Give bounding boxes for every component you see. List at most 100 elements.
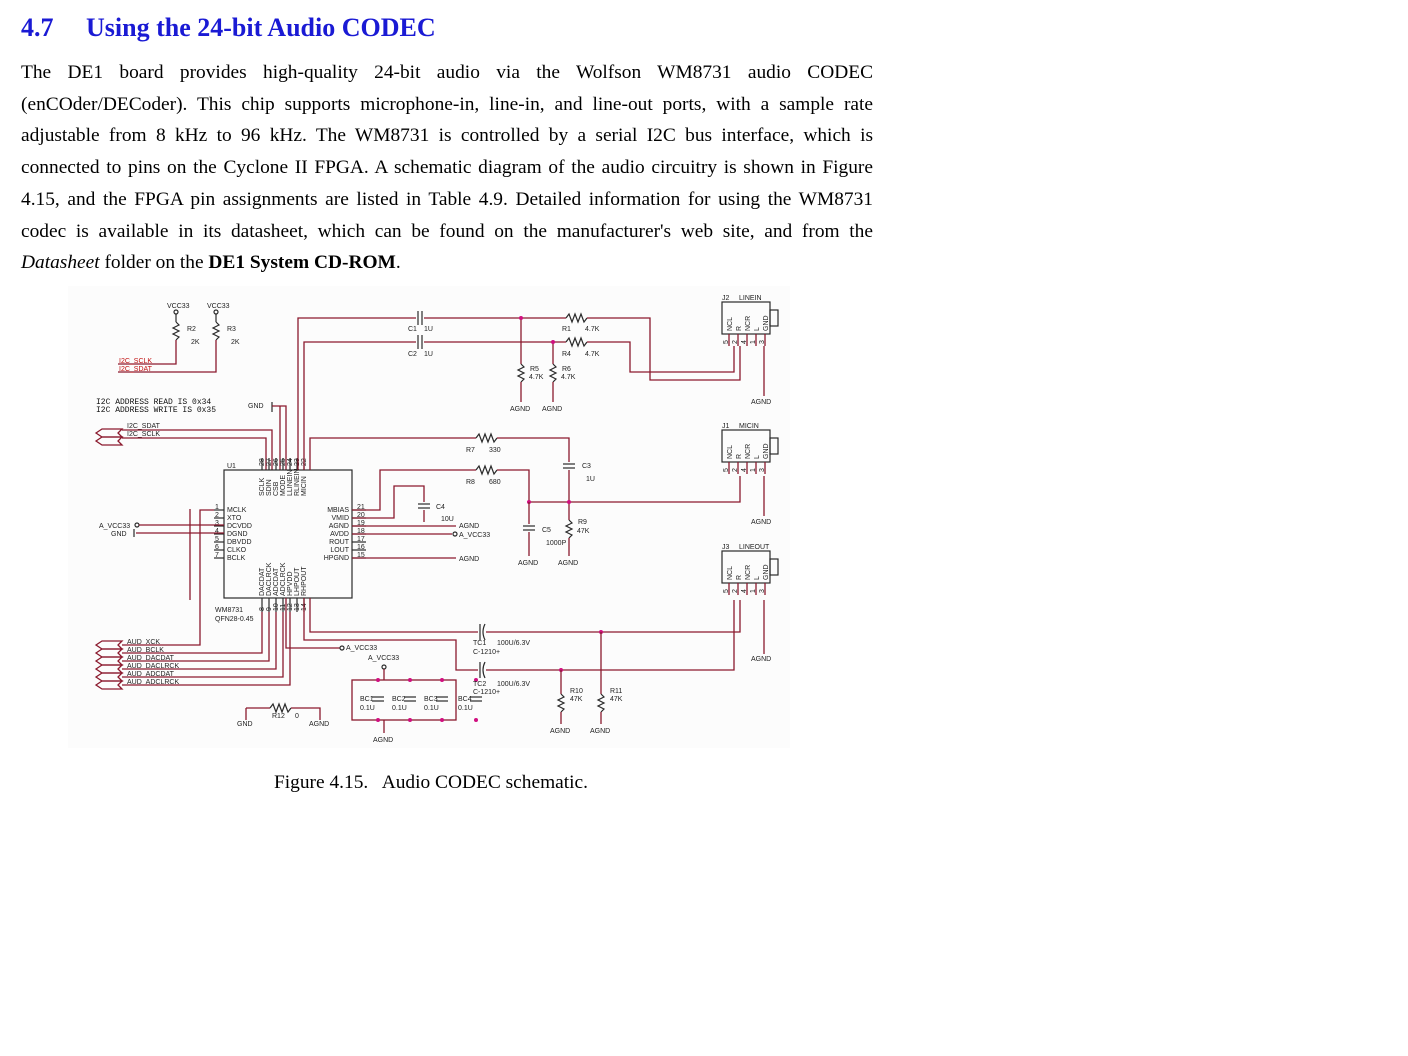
- avcc-bypass-label: A_VCC33: [368, 655, 399, 662]
- jack-pin-number: 2: [732, 589, 739, 593]
- u1-ref: U1: [227, 463, 236, 470]
- pin-number: 11: [280, 604, 287, 611]
- pin-name: HPGND: [324, 555, 349, 562]
- c1-value: 1U: [424, 326, 433, 333]
- pin-number: 13: [294, 603, 301, 611]
- r3-resistor: [211, 321, 221, 341]
- tc2-cap: [479, 661, 486, 679]
- r4-ref: R4: [562, 351, 571, 358]
- pin-name: MBIAS: [327, 507, 349, 514]
- pin-number: 28: [259, 458, 266, 466]
- c3-ref: C3: [582, 463, 591, 470]
- agnd-j3-label: AGND: [751, 656, 771, 663]
- agnd-r12-label: AGND: [309, 721, 329, 728]
- jack-pin-label: NCL: [727, 445, 734, 459]
- pin-name: AVDD: [330, 531, 349, 538]
- avcc-left-label: A_VCC33: [99, 523, 130, 530]
- pin-name: XTO: [227, 515, 242, 522]
- j2-name: LINEIN: [739, 295, 762, 302]
- jack-pin-label: GND: [763, 564, 770, 580]
- jack-pin-label: L: [754, 576, 761, 580]
- r9-ref: R9: [578, 519, 587, 526]
- r8-ref: R8: [466, 479, 475, 486]
- jack-pin-label: NCR: [745, 316, 752, 331]
- jack-pin-label: GND: [763, 315, 770, 331]
- i2c-read-address-note: I2C ADDRESS READ IS 0x34: [96, 398, 211, 407]
- paragraph-text: The DE1 board provides high-quality 24-b…: [21, 62, 873, 242]
- c2-value: 1U: [424, 351, 433, 358]
- r6-value: 4.7K: [561, 374, 576, 381]
- pin-number: 27: [266, 458, 273, 466]
- pin-name: ADCLRCK: [280, 562, 287, 596]
- r8-resistor: [475, 464, 498, 476]
- u1-package: QFN28-0.45: [215, 616, 254, 623]
- cd-rom-name: DE1 System CD-ROM: [208, 252, 396, 274]
- jack-pin-label: NCR: [745, 444, 752, 459]
- aud-net-label: AUD_DACDAT: [127, 655, 175, 662]
- r7-value: 330: [489, 447, 501, 454]
- pin-name: MICIN: [301, 476, 308, 496]
- schematic-background: [68, 286, 790, 748]
- r4-value: 4.7K: [585, 351, 600, 358]
- pin-number: 1: [215, 504, 219, 511]
- pin-name: LLINEIN: [287, 470, 294, 496]
- agnd-pin19-label: AGND: [459, 523, 479, 530]
- pin-name: AGND: [329, 523, 349, 530]
- datasheet-folder-name: Datasheet: [21, 252, 100, 274]
- pin-number: 10: [273, 603, 280, 611]
- aud-net-label: AUD_DACLRCK: [127, 663, 179, 670]
- r12-resistor: [269, 702, 292, 714]
- jack-pin-label: L: [754, 455, 761, 459]
- jack-pin-label: NCL: [727, 317, 734, 331]
- pin-number: 19: [357, 520, 365, 527]
- r2-value: 2K: [191, 339, 200, 346]
- r7-ref: R7: [466, 447, 475, 454]
- section-title: Using the 24-bit Audio CODEC: [86, 13, 436, 42]
- pin-name: DCVDD: [227, 523, 252, 530]
- jack-plug: [769, 437, 779, 455]
- pin-name: LHPOUT: [294, 567, 301, 596]
- avcc-bottom-label: A_VCC33: [346, 645, 377, 652]
- aud-net-group: AUD_XCKAUD_BCLKAUD_DACDATAUD_DACLRCKAUD_…: [94, 509, 291, 690]
- tc2-ref: TC2: [473, 681, 486, 688]
- figure-caption: Figure 4.15. Audio CODEC schematic.: [274, 772, 588, 793]
- vcc33-label-1: VCC33: [167, 303, 190, 310]
- tc1-value: 100U/6.3V: [497, 640, 530, 647]
- body-paragraph: The DE1 board provides high-quality 24-b…: [21, 57, 873, 279]
- bc1-value: 0.1U: [360, 705, 375, 712]
- pin-number: 17: [357, 536, 365, 543]
- c3-value: 1U: [586, 476, 595, 483]
- agnd-r9-label: AGND: [558, 560, 578, 567]
- pin-name: DACLRCK: [266, 562, 273, 596]
- section-number: 4.7: [21, 13, 54, 42]
- tc1-package: C-1210+: [473, 649, 500, 656]
- pin-number: 15: [357, 552, 365, 559]
- agnd-r10-label: AGND: [550, 728, 570, 735]
- pin-number: 20: [357, 512, 365, 519]
- line-out-path: TC1 100U/6.3V C-1210+ TC2 100U/6.3V C-12…: [303, 598, 741, 735]
- j2-ref: J2: [722, 295, 730, 302]
- r11-value: 47K: [610, 696, 623, 703]
- bc2-ref: BC2: [392, 696, 406, 703]
- r5-ref: R5: [530, 366, 539, 373]
- pin-number: 24: [287, 458, 294, 466]
- r10-resistor: [556, 693, 566, 713]
- avcc-pin18-label: A_VCC33: [459, 532, 490, 539]
- pin-number: 18: [357, 528, 365, 535]
- pin-name: HPVDD: [287, 571, 294, 596]
- bypass-cap-bank: BC1 BC2 BC3 BC4 0.1U 0.1U 0.1U 0.1U AGND: [351, 678, 482, 744]
- r2-ref: R2: [187, 326, 196, 333]
- jack-pin-number: 5: [723, 468, 730, 472]
- i2c-sclk-net-label: I2C_SCLK: [119, 358, 152, 365]
- bc1-ref: BC1: [360, 696, 374, 703]
- jack-pin-number: 1: [750, 589, 757, 593]
- j3-ref: J3: [722, 544, 730, 551]
- pin-name: SDIN: [266, 479, 273, 496]
- aud-port: [94, 680, 124, 690]
- pin-number: 6: [215, 544, 219, 551]
- pin-number: 25: [280, 458, 287, 466]
- c4-ref: C4: [436, 504, 445, 511]
- c4-value: 10U: [441, 516, 454, 523]
- paragraph-text-2: folder on the: [99, 252, 209, 274]
